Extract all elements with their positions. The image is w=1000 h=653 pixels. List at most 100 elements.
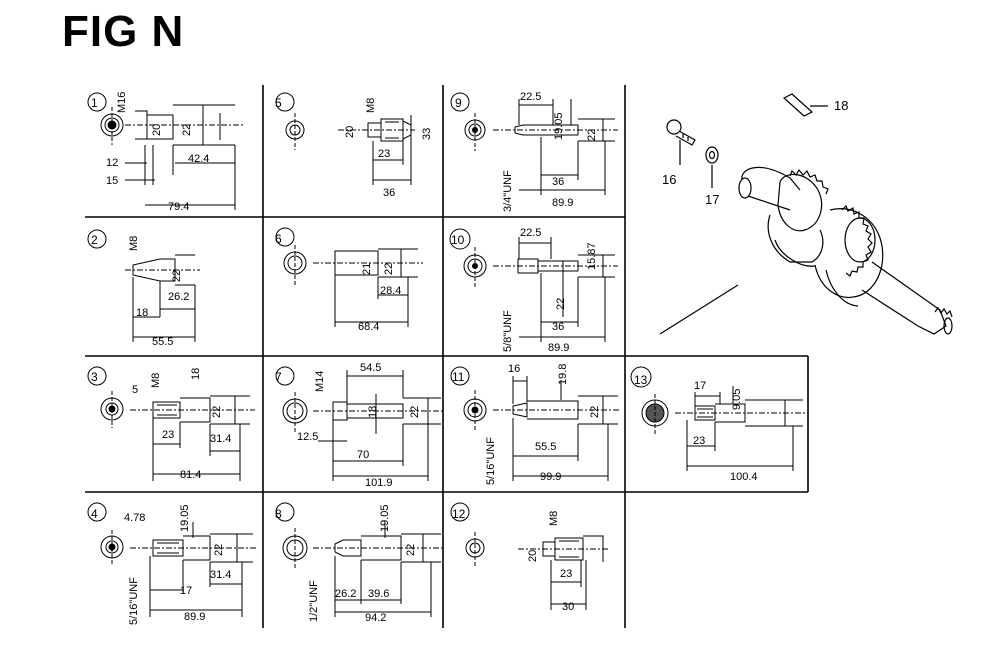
part-label-key: 18 bbox=[834, 98, 848, 113]
dimension-label: 15 bbox=[106, 175, 118, 187]
dimension-label: M8 bbox=[548, 511, 560, 526]
dimension-label: 33 bbox=[421, 128, 433, 140]
panel-number: 2 bbox=[91, 233, 98, 247]
panel-1: 1 M16 20 22 42.4 12 15 79.4 bbox=[87, 92, 245, 213]
dimension-label: 89.9 bbox=[552, 197, 573, 209]
panel-2: 2 M8 22 26.2 18 55.5 bbox=[87, 229, 200, 348]
dimension-label: 21 bbox=[361, 263, 373, 275]
dimension-label: 19.05 bbox=[379, 504, 391, 532]
dimension-label: 20 bbox=[344, 126, 356, 138]
bolt-icon bbox=[666, 119, 696, 165]
dimension-label: 17 bbox=[694, 380, 706, 392]
panel-number: 6 bbox=[275, 232, 282, 246]
dimension-label: 55.5 bbox=[535, 441, 556, 453]
dimension-label: 16 bbox=[508, 363, 520, 375]
panel-number: 13 bbox=[634, 373, 648, 387]
figure-title: FIG N bbox=[62, 7, 185, 56]
panel-4: 4 4.78 19.05 22 31.4 17 5/16"UNF 89.9 bbox=[87, 502, 257, 625]
dimension-label: 5/16"UNF bbox=[128, 577, 140, 625]
dimension-label: 22 bbox=[181, 124, 193, 136]
dimension-label: 22.5 bbox=[520, 227, 541, 239]
dimension-label: 1/2"UNF bbox=[308, 580, 320, 622]
dimension-label: 101.9 bbox=[365, 477, 393, 489]
dimension-label: 81.4 bbox=[180, 469, 201, 481]
dimension-label: 4.78 bbox=[124, 512, 145, 524]
dimension-label: 23 bbox=[693, 435, 705, 447]
dimension-label: 22 bbox=[555, 298, 567, 310]
dimension-label: 70 bbox=[357, 449, 369, 461]
dimension-label: 22 bbox=[213, 544, 225, 556]
dimension-label: 18 bbox=[190, 368, 202, 380]
washer-icon bbox=[705, 146, 719, 188]
dimension-label: 55.5 bbox=[152, 336, 173, 348]
panel-12: 12 M8 20 23 30 bbox=[450, 502, 608, 613]
dimension-label: 5 bbox=[132, 384, 138, 396]
panel-number: 8 bbox=[275, 507, 282, 521]
panel-number: 4 bbox=[91, 507, 98, 521]
dimension-label: 22 bbox=[409, 406, 421, 418]
dimension-label: 18 bbox=[367, 406, 379, 418]
crankshaft-icon bbox=[738, 166, 953, 335]
panel-grid bbox=[85, 85, 809, 628]
panel-9: 9 22.5 19.05 22 36 3/4"UNF 89.9 bbox=[450, 91, 618, 212]
panel-8: 8 19.05 22 26.2 39.6 1/2"UNF 94.2 bbox=[275, 502, 443, 624]
dimension-label: M8 bbox=[150, 373, 162, 388]
dimension-label: 28.4 bbox=[380, 285, 401, 297]
dimension-label: 12 bbox=[106, 157, 118, 169]
panel-number: 10 bbox=[451, 233, 465, 247]
key-icon bbox=[782, 93, 828, 117]
dimension-label: 18 bbox=[136, 307, 148, 319]
dimension-label: 39.6 bbox=[368, 588, 389, 600]
dimension-label: 100.4 bbox=[730, 471, 758, 483]
dimension-label: 19.05 bbox=[179, 504, 191, 532]
panel-number: 12 bbox=[452, 507, 466, 521]
dimension-label: 19.05 bbox=[553, 112, 565, 140]
dimension-label: 30 bbox=[562, 601, 574, 613]
dimension-label: 54.5 bbox=[360, 362, 381, 374]
dimension-label: 68.4 bbox=[358, 321, 379, 333]
dimension-label: 23 bbox=[162, 429, 174, 441]
panel-number: 11 bbox=[452, 370, 465, 384]
dimension-label: 5/8"UNF bbox=[502, 310, 514, 352]
dimension-label: 36 bbox=[552, 176, 564, 188]
parts-illustration bbox=[659, 93, 953, 335]
dimension-label: 94.2 bbox=[365, 612, 386, 624]
dimension-label: 22 bbox=[586, 129, 598, 141]
dimension-label: 79.4 bbox=[168, 201, 189, 213]
dimension-label: 17 bbox=[180, 585, 192, 597]
dimension-label: 89.9 bbox=[548, 342, 569, 354]
dimension-label: 42.4 bbox=[188, 153, 209, 165]
dimension-label: 5/16"UNF bbox=[485, 437, 497, 485]
dimension-label: M16 bbox=[116, 92, 128, 113]
panel-11: 11 16 19.8 22 55.5 5/16"UNF 99.9 bbox=[450, 363, 621, 485]
dimension-label: 20 bbox=[151, 124, 163, 136]
dimension-label: 22 bbox=[589, 406, 601, 418]
panel-number: 1 bbox=[91, 96, 98, 110]
dimension-label: 31.4 bbox=[210, 569, 231, 581]
panel-6: 6 21 22 28.4 68.4 bbox=[275, 227, 423, 333]
dimension-label: 23 bbox=[560, 568, 572, 580]
dimension-label: 22.5 bbox=[520, 91, 541, 103]
part-label-washer: 17 bbox=[705, 192, 719, 207]
dimension-label: 9.05 bbox=[731, 389, 743, 410]
dimension-label: 89.9 bbox=[184, 611, 205, 623]
dimension-label: 26.2 bbox=[168, 291, 189, 303]
panel-10: 10 22.5 22 15.87 36 5/8"UNF 89.9 bbox=[449, 227, 618, 354]
dimension-label: 31.4 bbox=[210, 433, 231, 445]
dimension-label: 20 bbox=[527, 550, 539, 562]
panel-3: 3 5 M8 18 23 22 31.4 81.4 bbox=[87, 366, 255, 481]
dimension-label: M14 bbox=[314, 371, 326, 392]
panel-number: 3 bbox=[91, 370, 98, 384]
dimension-label: M8 bbox=[365, 98, 377, 113]
dimension-label: 22 bbox=[405, 544, 417, 556]
dimension-label: M8 bbox=[128, 236, 140, 251]
panel-number: 5 bbox=[275, 96, 282, 110]
panel-5: 5 M8 20 33 23 36 bbox=[275, 92, 433, 199]
dimension-label: 36 bbox=[383, 187, 395, 199]
dimension-label: 26.2 bbox=[335, 588, 356, 600]
dimension-label: 23 bbox=[378, 148, 390, 160]
leader-line bbox=[659, 284, 739, 335]
panel-number: 7 bbox=[275, 370, 282, 384]
dimension-label: 99.9 bbox=[540, 471, 561, 483]
